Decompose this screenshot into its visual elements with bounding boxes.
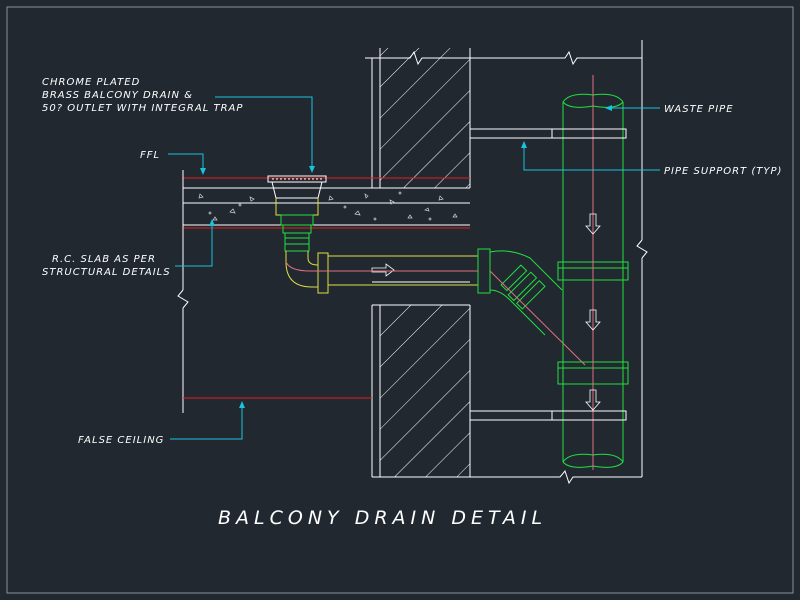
waste-pipe <box>557 75 629 470</box>
leader-pipe-support <box>521 141 660 171</box>
branch-pipe <box>285 248 491 294</box>
wye-fitting <box>489 250 586 366</box>
leader-false-ceiling <box>170 401 245 440</box>
label-drain-line3: 50? OUTLET WITH INTEGRAL TRAP <box>42 103 243 114</box>
break-line-bottom <box>372 58 648 485</box>
label-waste-pipe: WASTE PIPE <box>664 104 734 115</box>
break-line-top <box>365 40 643 66</box>
pipe-support-lower <box>469 410 627 421</box>
wall-upper <box>371 48 471 188</box>
leader-slab <box>175 219 215 267</box>
drawing-border <box>6 6 794 594</box>
label-drain-line1: CHROME PLATED <box>42 77 140 88</box>
label-pipe-support: PIPE SUPPORT (TYP) <box>664 166 782 177</box>
flow-arrow-down-2 <box>585 309 601 331</box>
flow-arrow-down-1 <box>585 213 601 235</box>
label-slab-line1: R.C. SLAB AS PER <box>52 254 156 265</box>
label-false-ceiling: FALSE CEILING <box>78 435 164 446</box>
leader-drain <box>215 96 315 173</box>
concrete-aggregate <box>198 191 458 221</box>
drawing-title: BALCONY DRAIN DETAIL <box>218 507 547 529</box>
leader-ffl <box>168 153 206 175</box>
label-ffl: FFL <box>140 150 160 161</box>
wall-lower <box>371 281 471 477</box>
flow-arrow-down-3 <box>585 389 601 411</box>
balcony-drain <box>267 175 327 252</box>
flow-arrow-horizontal <box>371 263 395 277</box>
label-slab-line2: STRUCTURAL DETAILS <box>42 267 171 278</box>
pipe-support-upper <box>469 128 627 139</box>
rc-slab <box>177 170 470 413</box>
label-drain-line2: BRASS BALCONY DRAIN & <box>42 90 193 101</box>
